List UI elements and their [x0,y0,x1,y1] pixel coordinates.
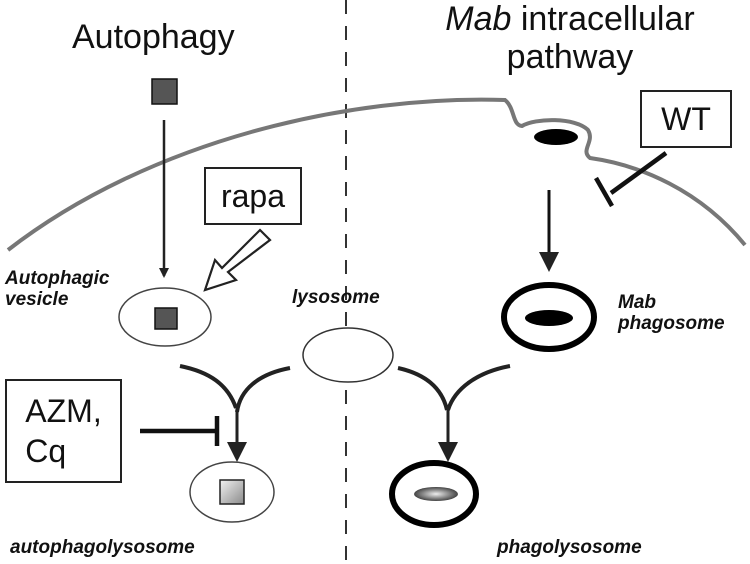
heading-mab-pathway: Mab intracellular pathway [410,0,730,76]
azm-cq-box: AZM, Cq [5,379,122,483]
rapa-hollow-arrow [203,228,272,292]
label-vesicle: vesicle [5,289,69,311]
label-autophagic-vesicle: Autophagic vesicle [5,268,110,311]
heading-mab-italic: Mab [445,0,512,38]
wt-inhibition-bar [594,176,614,208]
wt-label: WT [661,100,711,137]
mab-bacterium-entry [534,129,578,145]
vesicle-cargo-square [154,307,178,330]
label-phagosome: phagosome [618,313,725,335]
autophagolysosome-cargo-square [219,479,245,505]
azm-label: AZM, [25,393,102,429]
heading-pathway: pathway [506,38,634,77]
wt-inhibition-line [609,151,668,195]
cq-label: Cq [25,433,67,469]
heading-mab-rest: intracellular [511,0,695,38]
lysosome [302,327,394,383]
heading-autophagy: Autophagy [72,18,235,56]
fusion-curve-vesicle [179,364,238,409]
fusion-curve-lysosome-left [235,366,291,413]
mab-bacterium-phagosome [525,310,573,326]
cell-membrane [6,97,747,252]
phagolysosome-bacterium [414,487,458,501]
label-autophagic: Autophagic [5,268,110,289]
label-mab: Mab [618,292,656,313]
label-mab-phagosome: Mab phagosome [618,292,725,335]
rapa-label: rapa [220,177,286,214]
autophagy-cargo-square [151,78,178,105]
fusion-curve-phagosome [446,364,511,411]
label-autophagolysosome: autophagolysosome [10,537,195,558]
label-phagolysosome: phagolysosome [497,537,642,558]
wt-box: WT [640,90,732,148]
label-lysosome: lysosome [292,287,380,308]
rapa-box: rapa [204,167,302,225]
fusion-curve-lysosome-right [397,366,449,411]
